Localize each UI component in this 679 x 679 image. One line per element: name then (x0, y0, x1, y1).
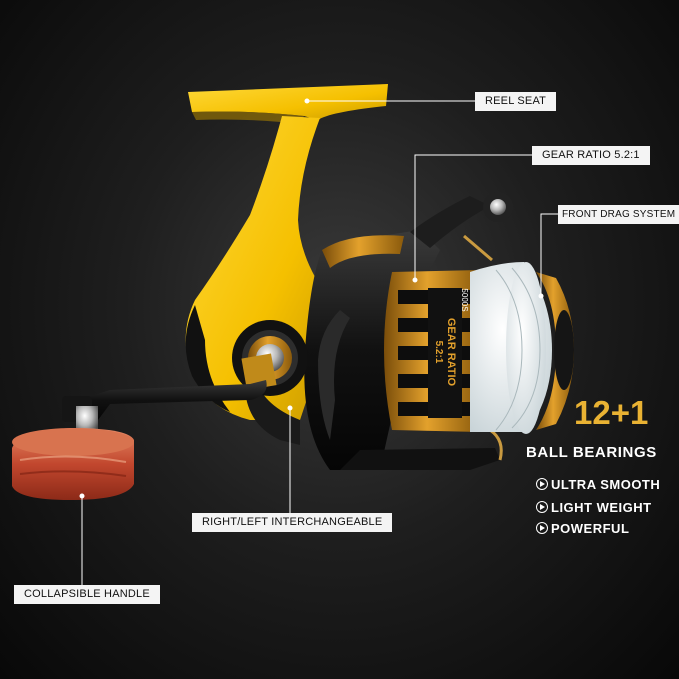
feature-label: ULTRA SMOOTH (551, 477, 661, 492)
handle-hub (232, 320, 308, 396)
front-drag-knob (536, 272, 574, 430)
spool-print-ratio: 5.2:1 (433, 341, 444, 364)
handle-arm (62, 380, 267, 434)
spool: GEAR RATIO 5.2:1 5000S (384, 270, 480, 432)
callout-reel-seat: REEL SEAT (475, 92, 557, 111)
feature-label: LIGHT WEIGHT (551, 500, 652, 515)
feature-label: POWERFUL (551, 521, 630, 536)
bearing-count: 12+1 (574, 394, 649, 431)
handle-knob (12, 428, 134, 500)
reel-seat-foot (188, 84, 388, 124)
spool-print-code: 5000S (460, 288, 469, 311)
callout-gear-ratio: GEAR RATIO 5.2:1 (532, 146, 650, 165)
bail-arm (410, 192, 513, 461)
play-arrow-icon (536, 478, 548, 490)
callout-handle: COLLAPSIBLE HANDLE (14, 585, 160, 604)
feature-item: POWERFUL (536, 520, 676, 538)
callout-front-drag: FRONT DRAG SYSTEM (558, 205, 679, 224)
callout-interchangeable: RIGHT/LEFT INTERCHANGEABLE (192, 513, 392, 532)
fishing-line (470, 262, 552, 434)
feature-item: LIGHT WEIGHT (536, 499, 676, 517)
play-arrow-icon (536, 501, 548, 513)
feature-item: ULTRA SMOOTH (536, 476, 676, 494)
spool-print-text: GEAR RATIO (445, 318, 457, 387)
bearings-label: BALL BEARINGS (526, 444, 657, 461)
play-arrow-icon (536, 522, 548, 534)
